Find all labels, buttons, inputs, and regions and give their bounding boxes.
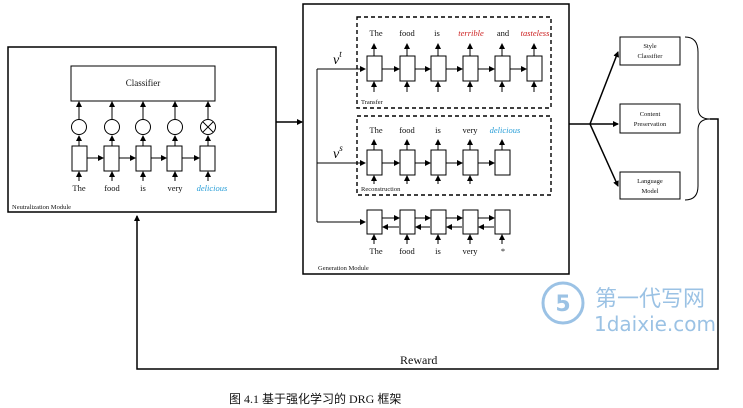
token: * xyxy=(501,246,505,256)
neutralization-cells: The food is very delicious xyxy=(71,101,228,193)
token: and xyxy=(497,28,510,38)
decoder-cell xyxy=(430,149,447,176)
language-model-label: Model xyxy=(642,188,659,195)
decoder-cell xyxy=(526,55,543,82)
language-model-label: Language xyxy=(637,178,663,185)
token: The xyxy=(369,125,382,135)
reconstruction-label: Reconstruction xyxy=(361,186,401,193)
decoder-cell xyxy=(399,149,416,176)
token: is xyxy=(435,246,441,256)
token: is xyxy=(434,28,440,38)
token: The xyxy=(369,28,382,38)
svg-text:5: 5 xyxy=(555,292,570,317)
transfer-box xyxy=(356,16,552,109)
token: very xyxy=(167,183,183,193)
decoder-cell xyxy=(462,149,479,176)
token-delicious: delicious xyxy=(490,125,521,135)
neutralization-module-label: Neutralization Module xyxy=(12,204,71,211)
attention-circle xyxy=(104,119,120,135)
content-preservation-box xyxy=(619,103,681,134)
lstm-cell xyxy=(71,145,88,172)
reconstruction-box xyxy=(356,115,552,196)
encoder-cell xyxy=(399,209,416,235)
lstm-cell xyxy=(199,145,216,172)
decoder-cell xyxy=(366,149,383,176)
encoder-cell xyxy=(494,209,511,235)
cross-mark xyxy=(202,121,214,133)
bottom-encoder: The food is very * xyxy=(366,209,511,256)
token: The xyxy=(369,246,382,256)
token: is xyxy=(140,183,146,193)
decoder-cell xyxy=(494,149,511,176)
reward-loop xyxy=(134,118,719,370)
lstm-cell xyxy=(135,145,152,172)
decoder-cell xyxy=(366,55,383,82)
token-terrible: terrible xyxy=(458,28,484,38)
token: very xyxy=(462,246,478,256)
encoder-cell xyxy=(366,209,383,235)
reward-label: Reward xyxy=(400,353,437,367)
watermark-en: 1daixie.com xyxy=(594,312,716,336)
content-preservation-label: Content xyxy=(640,111,661,118)
watermark-cn: 第一代写网 xyxy=(595,287,705,312)
token: very xyxy=(462,125,478,135)
language-model-box xyxy=(619,171,681,200)
style-classifier-label: Style xyxy=(643,43,656,50)
vs-label: vs xyxy=(333,143,343,162)
style-classifier-label: Classifier xyxy=(638,53,664,60)
attention-circle xyxy=(71,119,87,135)
token: is xyxy=(435,125,441,135)
decoder-cell xyxy=(399,55,416,82)
encoder-cell xyxy=(462,209,479,235)
attention-circle xyxy=(167,119,183,135)
token: The xyxy=(72,183,85,193)
lstm-cell xyxy=(166,145,183,172)
vt-label: vt xyxy=(333,49,342,68)
style-classifier-box xyxy=(619,36,681,66)
decoder-cell xyxy=(462,55,479,82)
token-tasteless: tasteless xyxy=(521,28,550,38)
classifier-label: Classifier xyxy=(126,78,161,88)
transfer-decoder: The food is terrible and tasteless xyxy=(366,28,550,92)
token-delicious: delicious xyxy=(197,183,228,193)
watermark: 5 第一代写网 1daixie.com xyxy=(541,281,716,336)
token: food xyxy=(399,125,415,135)
token: food xyxy=(399,28,415,38)
figure-caption: 图 4.1 基于强化学习的 DRG 框架 xyxy=(229,391,401,406)
transfer-label: Transfer xyxy=(361,99,384,106)
decoder-cell xyxy=(494,55,511,82)
generation-module-label: Generation Module xyxy=(318,265,369,272)
reconstruction-decoder: The food is very delicious xyxy=(366,125,521,184)
lstm-cell xyxy=(103,145,120,172)
encoder-cell xyxy=(430,209,447,235)
token: food xyxy=(104,183,120,193)
decoder-cell xyxy=(430,55,447,82)
content-preservation-label: Preservation xyxy=(634,121,667,128)
classifier-box xyxy=(70,65,216,102)
attention-circle xyxy=(135,119,151,135)
right-brace xyxy=(684,36,711,201)
token: food xyxy=(399,246,415,256)
watermark-logo-icon xyxy=(541,281,585,325)
